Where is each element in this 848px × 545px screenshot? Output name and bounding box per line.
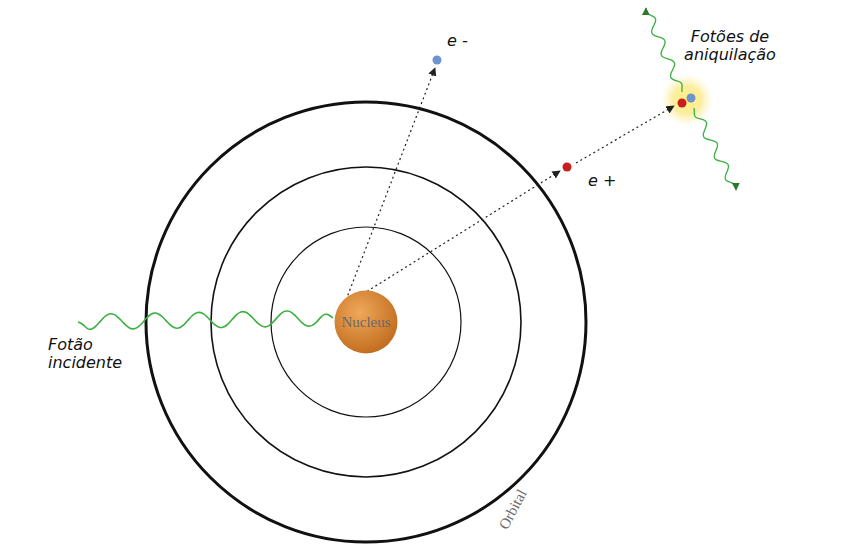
annotation-label: Fotões de aniquilação [684,28,776,65]
photon-wave [694,108,736,190]
orbital-label: Orbital [495,487,530,533]
electron-track [346,68,435,300]
inner-orbital [271,227,461,417]
particle-label: e + [588,172,616,190]
positron-dot [563,163,572,172]
nucleus-circle: Nucleus [334,290,398,354]
annihilation-glow [661,74,713,126]
positron-track [576,106,674,163]
positron-track [350,171,560,302]
photon-wave [78,311,333,329]
photon-wave [646,8,682,92]
electron-dot [687,94,696,103]
annotation-label: Fotão incidente [48,336,122,373]
particle-label: e - [447,32,468,50]
nucleus-label: Nucleus [341,314,390,331]
electron-dot [433,56,442,65]
positron-dot [678,99,687,108]
